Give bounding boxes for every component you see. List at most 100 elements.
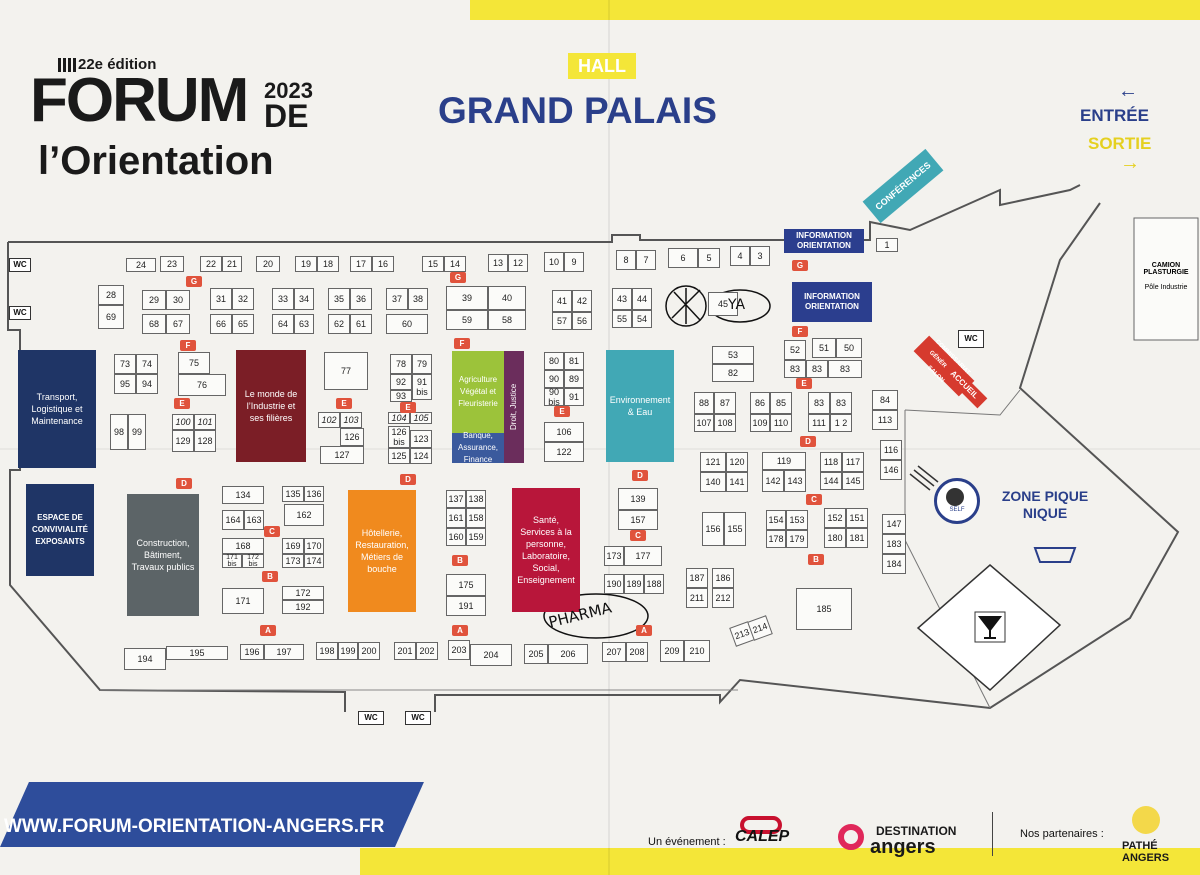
stand-99[interactable]: 99: [128, 414, 146, 450]
website-link[interactable]: WWW.FORUM-ORIENTATION-ANGERS.FR: [4, 816, 385, 837]
stand-61[interactable]: 61: [350, 314, 372, 334]
stand-106[interactable]: 106: [544, 422, 584, 442]
stand-78[interactable]: 78: [390, 354, 412, 374]
stand-143[interactable]: 143: [784, 470, 806, 492]
stand-205[interactable]: 205: [524, 644, 548, 664]
stand-83-d[interactable]: 83: [808, 392, 830, 414]
stand-104[interactable]: 104: [388, 412, 410, 424]
zone-hotellerie[interactable]: Hôtellerie, Restauration, Métiers de bou…: [348, 490, 416, 612]
stand-113[interactable]: 113: [872, 410, 898, 430]
stand-206[interactable]: 206: [548, 644, 588, 664]
stand-134[interactable]: 134: [222, 486, 264, 504]
stand-6[interactable]: 6: [668, 248, 698, 268]
stand-98[interactable]: 98: [110, 414, 128, 450]
stand-60[interactable]: 60: [386, 314, 428, 334]
zone-droit[interactable]: Droit, Justice: [504, 351, 524, 463]
stand-203[interactable]: 203: [448, 640, 470, 660]
stand-9[interactable]: 9: [564, 252, 584, 272]
stand-110[interactable]: 110: [770, 414, 792, 432]
stand-126[interactable]: 126: [340, 428, 364, 446]
stand-129[interactable]: 129: [172, 430, 194, 452]
stand-189[interactable]: 189: [624, 574, 644, 594]
stand-121[interactable]: 121: [700, 452, 726, 472]
stand-51[interactable]: 51: [812, 338, 836, 358]
stand-208[interactable]: 208: [626, 642, 648, 662]
stand-119[interactable]: 119: [762, 452, 806, 470]
stand-204[interactable]: 204: [470, 644, 512, 666]
stand-180[interactable]: 180: [824, 528, 846, 548]
stand-4[interactable]: 4: [730, 246, 750, 266]
stand-173-b[interactable]: 173: [604, 546, 624, 566]
zone-construction[interactable]: Construction, Bâtiment, Travaux publics: [127, 494, 199, 616]
stand-62[interactable]: 62: [328, 314, 350, 334]
stand-187[interactable]: 187: [686, 568, 708, 588]
stand-103[interactable]: 103: [340, 412, 362, 428]
stand-82[interactable]: 82: [712, 364, 754, 382]
stand-1[interactable]: 1: [876, 238, 898, 252]
stand-65[interactable]: 65: [232, 314, 254, 334]
stand-199[interactable]: 199: [338, 642, 358, 660]
stand-34[interactable]: 34: [294, 288, 314, 310]
stand-155[interactable]: 155: [724, 512, 746, 546]
stand-164[interactable]: 164: [222, 510, 244, 530]
stand-138[interactable]: 138: [466, 490, 486, 508]
stand-80[interactable]: 80: [544, 352, 564, 370]
stand-7[interactable]: 7: [636, 250, 656, 270]
stand-37[interactable]: 37: [386, 288, 408, 310]
stand-157[interactable]: 157: [618, 510, 658, 530]
stand-43[interactable]: 43: [612, 288, 632, 310]
stand-127[interactable]: 127: [320, 446, 364, 464]
stand-8[interactable]: 8: [616, 250, 636, 270]
stand-83-a[interactable]: 83: [784, 360, 806, 378]
stand-63[interactable]: 63: [294, 314, 314, 334]
stand-94[interactable]: 94: [136, 374, 158, 394]
stand-33[interactable]: 33: [272, 288, 294, 310]
stand-178[interactable]: 178: [766, 530, 786, 548]
stand-81[interactable]: 81: [564, 352, 584, 370]
stand-118[interactable]: 118: [820, 452, 842, 472]
stand-83-c[interactable]: 83: [828, 360, 862, 378]
stand-145[interactable]: 145: [842, 472, 864, 490]
stand-179[interactable]: 179: [786, 530, 808, 548]
stand-172[interactable]: 172: [282, 586, 324, 600]
stand-116[interactable]: 116: [880, 440, 902, 460]
stand-162[interactable]: 162: [284, 504, 324, 526]
stand-69[interactable]: 69: [98, 305, 124, 329]
zone-industrie[interactable]: Le monde de l’Industrie et ses filières: [236, 350, 306, 462]
stand-91[interactable]: 91: [564, 388, 584, 406]
stand-201[interactable]: 201: [394, 642, 416, 660]
stand-159[interactable]: 159: [466, 528, 486, 546]
stand-108[interactable]: 108: [714, 414, 736, 432]
stand-68[interactable]: 68: [142, 314, 166, 334]
stand-140[interactable]: 140: [700, 472, 726, 492]
stand-102[interactable]: 102: [318, 412, 340, 428]
stand-146[interactable]: 146: [880, 460, 902, 480]
stand-12[interactable]: 12: [508, 254, 528, 272]
stand-55[interactable]: 55: [612, 310, 632, 328]
stand-19[interactable]: 19: [295, 256, 317, 272]
stand-100[interactable]: 100: [172, 414, 194, 430]
stand-95[interactable]: 95: [114, 374, 136, 394]
stand-79[interactable]: 79: [412, 354, 432, 374]
stand-194[interactable]: 194: [124, 648, 166, 670]
stand-93[interactable]: 93: [390, 390, 412, 402]
stand-5[interactable]: 5: [698, 248, 720, 268]
stand-158[interactable]: 158: [466, 508, 486, 528]
stand-3[interactable]: 3: [750, 246, 770, 266]
zone-sante[interactable]: Santé, Services à la personne, Laboratoi…: [512, 488, 580, 612]
stand-141[interactable]: 141: [726, 472, 748, 492]
stand-137[interactable]: 137: [446, 490, 466, 508]
stand-171[interactable]: 171: [222, 588, 264, 614]
stand-197[interactable]: 197: [264, 644, 304, 660]
stand-89[interactable]: 89: [564, 370, 584, 388]
stand-66[interactable]: 66: [210, 314, 232, 334]
stand-124[interactable]: 124: [410, 448, 432, 464]
stand-173-a[interactable]: 173: [282, 554, 304, 568]
stand-22[interactable]: 22: [200, 256, 222, 272]
stand-29[interactable]: 29: [142, 290, 166, 310]
stand-38[interactable]: 38: [408, 288, 428, 310]
stand-30[interactable]: 30: [166, 290, 190, 310]
stand-210[interactable]: 210: [684, 640, 710, 662]
stand-171bis[interactable]: 171 bis: [222, 554, 242, 568]
stand-170[interactable]: 170: [304, 538, 324, 554]
